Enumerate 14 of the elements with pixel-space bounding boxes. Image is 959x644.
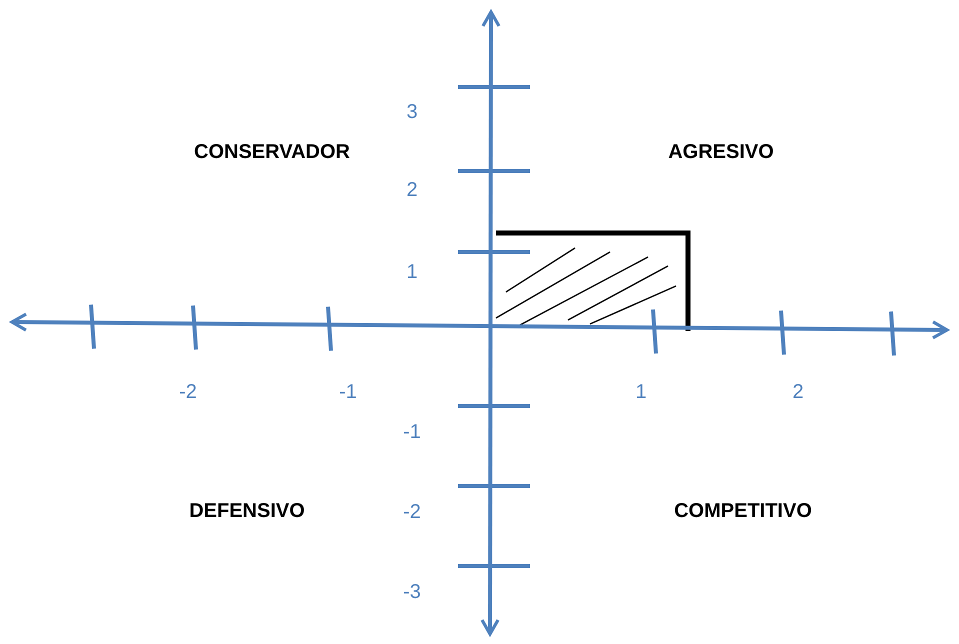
quadrant-label: DEFENSIVO [189,501,305,521]
tick-label: -2 [403,502,421,522]
quadrant-label: AGRESIVO [668,142,774,162]
tick-label: 3 [406,102,418,122]
tick-label: -1 [339,382,357,402]
tick-label: -2 [179,382,197,402]
tick-label: -3 [403,582,421,602]
tick-label: 2 [406,180,418,200]
tick-label: 1 [406,262,418,282]
tick-label: 1 [635,382,647,402]
quadrant-label: COMPETITIVO [674,501,812,521]
tick-label: -1 [403,422,421,442]
tick-label: 2 [792,382,804,402]
quadrant-label: CONSERVADOR [194,142,350,162]
